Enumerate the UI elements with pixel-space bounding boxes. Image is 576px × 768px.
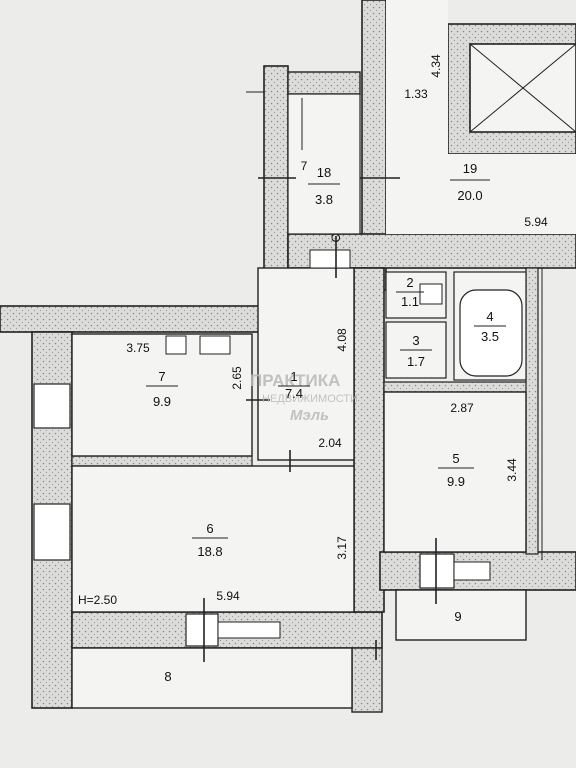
room-2-area: 1.1 xyxy=(401,294,419,309)
dim-3-17: 3.17 xyxy=(335,536,349,560)
room-19-area: 20.0 xyxy=(457,188,482,203)
room-3-area: 1.7 xyxy=(407,354,425,369)
room-5-area: 9.9 xyxy=(447,474,465,489)
dim-3-75: 3.75 xyxy=(126,341,150,355)
dim-5-94-top: 5.94 xyxy=(524,215,548,229)
room-6-number: 6 xyxy=(206,521,213,536)
dim-4-08: 4.08 xyxy=(335,328,349,352)
door-mark-7: 7 xyxy=(301,159,308,173)
door-mark-c: C xyxy=(329,233,343,242)
room-18-area: 3.8 xyxy=(315,192,333,207)
room-9-number: 9 xyxy=(454,609,461,624)
watermark: ПРАКТИКА НЕДВИЖИМОСТИ Мэль xyxy=(250,371,358,424)
room-19-number: 19 xyxy=(463,161,477,176)
room-2-number: 2 xyxy=(406,275,413,290)
dim-3-44: 3.44 xyxy=(505,458,519,482)
room-18-number: 18 xyxy=(317,165,331,180)
room-1-area: 7.4 xyxy=(285,386,303,401)
dim-1-33: 1.33 xyxy=(404,87,428,101)
dim-4-34: 4.34 xyxy=(429,54,443,78)
dimension-labels: 4.34 1.33 5.94 3.75 2.65 4.08 2.04 2.87 … xyxy=(78,54,548,607)
dim-2-87: 2.87 xyxy=(450,401,474,415)
room-8-number: 8 xyxy=(164,669,171,684)
room-7-number: 7 xyxy=(158,369,165,384)
watermark-line3: Мэль xyxy=(290,407,329,424)
dim-2-65: 2.65 xyxy=(230,366,244,390)
fixtures xyxy=(33,43,576,662)
room-3-number: 3 xyxy=(412,333,419,348)
room-1-number: 1 xyxy=(290,369,297,384)
room-4-area: 3.5 xyxy=(481,329,499,344)
dim-5-94-bottom: 5.94 xyxy=(216,589,240,603)
room-4-number: 4 xyxy=(486,309,493,324)
dim-2-04: 2.04 xyxy=(318,436,342,450)
room-7-area: 9.9 xyxy=(153,394,171,409)
ceiling-height: H=2.50 xyxy=(78,593,117,607)
room-6-area: 18.8 xyxy=(197,544,222,559)
room-5-number: 5 xyxy=(452,451,459,466)
watermark-line1: ПРАКТИКА xyxy=(250,371,340,390)
room-labels: 19 20.0 18 3.8 2 1.1 4 3.5 3 1.7 7 9.9 1… xyxy=(146,161,506,684)
watermark-line2: НЕДВИЖИМОСТИ xyxy=(262,393,358,405)
